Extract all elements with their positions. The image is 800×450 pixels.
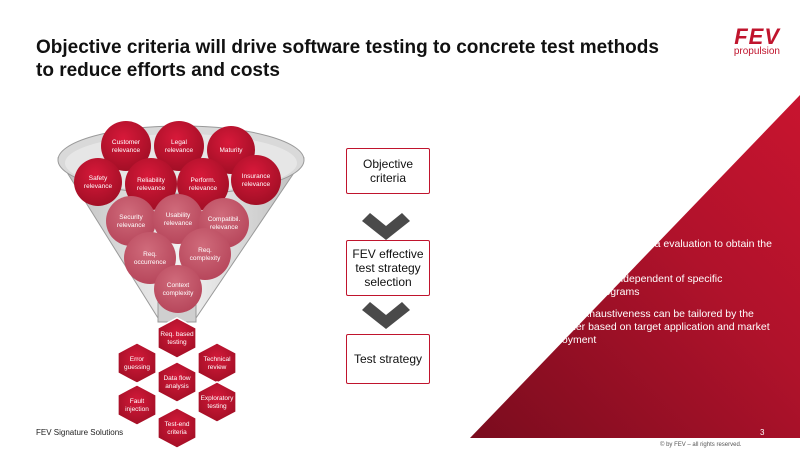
page-number: 3 (760, 428, 765, 437)
criteria-label: Req.complexity (190, 247, 221, 262)
criteria-label: Req.occurrence (134, 251, 167, 266)
flow-box-objective-criteria: Objective criteria (346, 148, 430, 194)
bullet-list: Product or feature criteria evaluation t… (526, 236, 774, 356)
bullet-item: Test strategy is independent of specific… (526, 271, 774, 299)
criteria-circle: Req.complexity (179, 228, 231, 280)
logo-mark: FEV (734, 24, 780, 49)
fev-logo: FEV propulsion (700, 26, 780, 58)
chevron-down-icon (362, 302, 410, 329)
bullet-item: Product or feature criteria evaluation t… (526, 236, 774, 264)
logo-subtitle: propulsion (733, 46, 780, 57)
page-title: Objective criteria will drive software t… (36, 37, 659, 81)
bullet-item: Testing exhaustiveness can be tailored b… (526, 306, 774, 347)
copyright-notice: © by FEV – all rights reserved. (660, 442, 742, 448)
criteria-label: Maturity (219, 147, 243, 154)
criteria-label: Perform.relevance (189, 177, 218, 192)
footer-brand: FEV Signature Solutions (36, 428, 124, 437)
criteria-label: Compatibil.relevance (208, 216, 241, 231)
chevron-down-icon (362, 213, 410, 240)
criteria-circle: Perform.relevance (177, 158, 229, 210)
flow-box-test-strategy-selection: FEV effective test strategy selection (346, 240, 430, 296)
flow-box-test-strategy: Test strategy (346, 334, 430, 384)
